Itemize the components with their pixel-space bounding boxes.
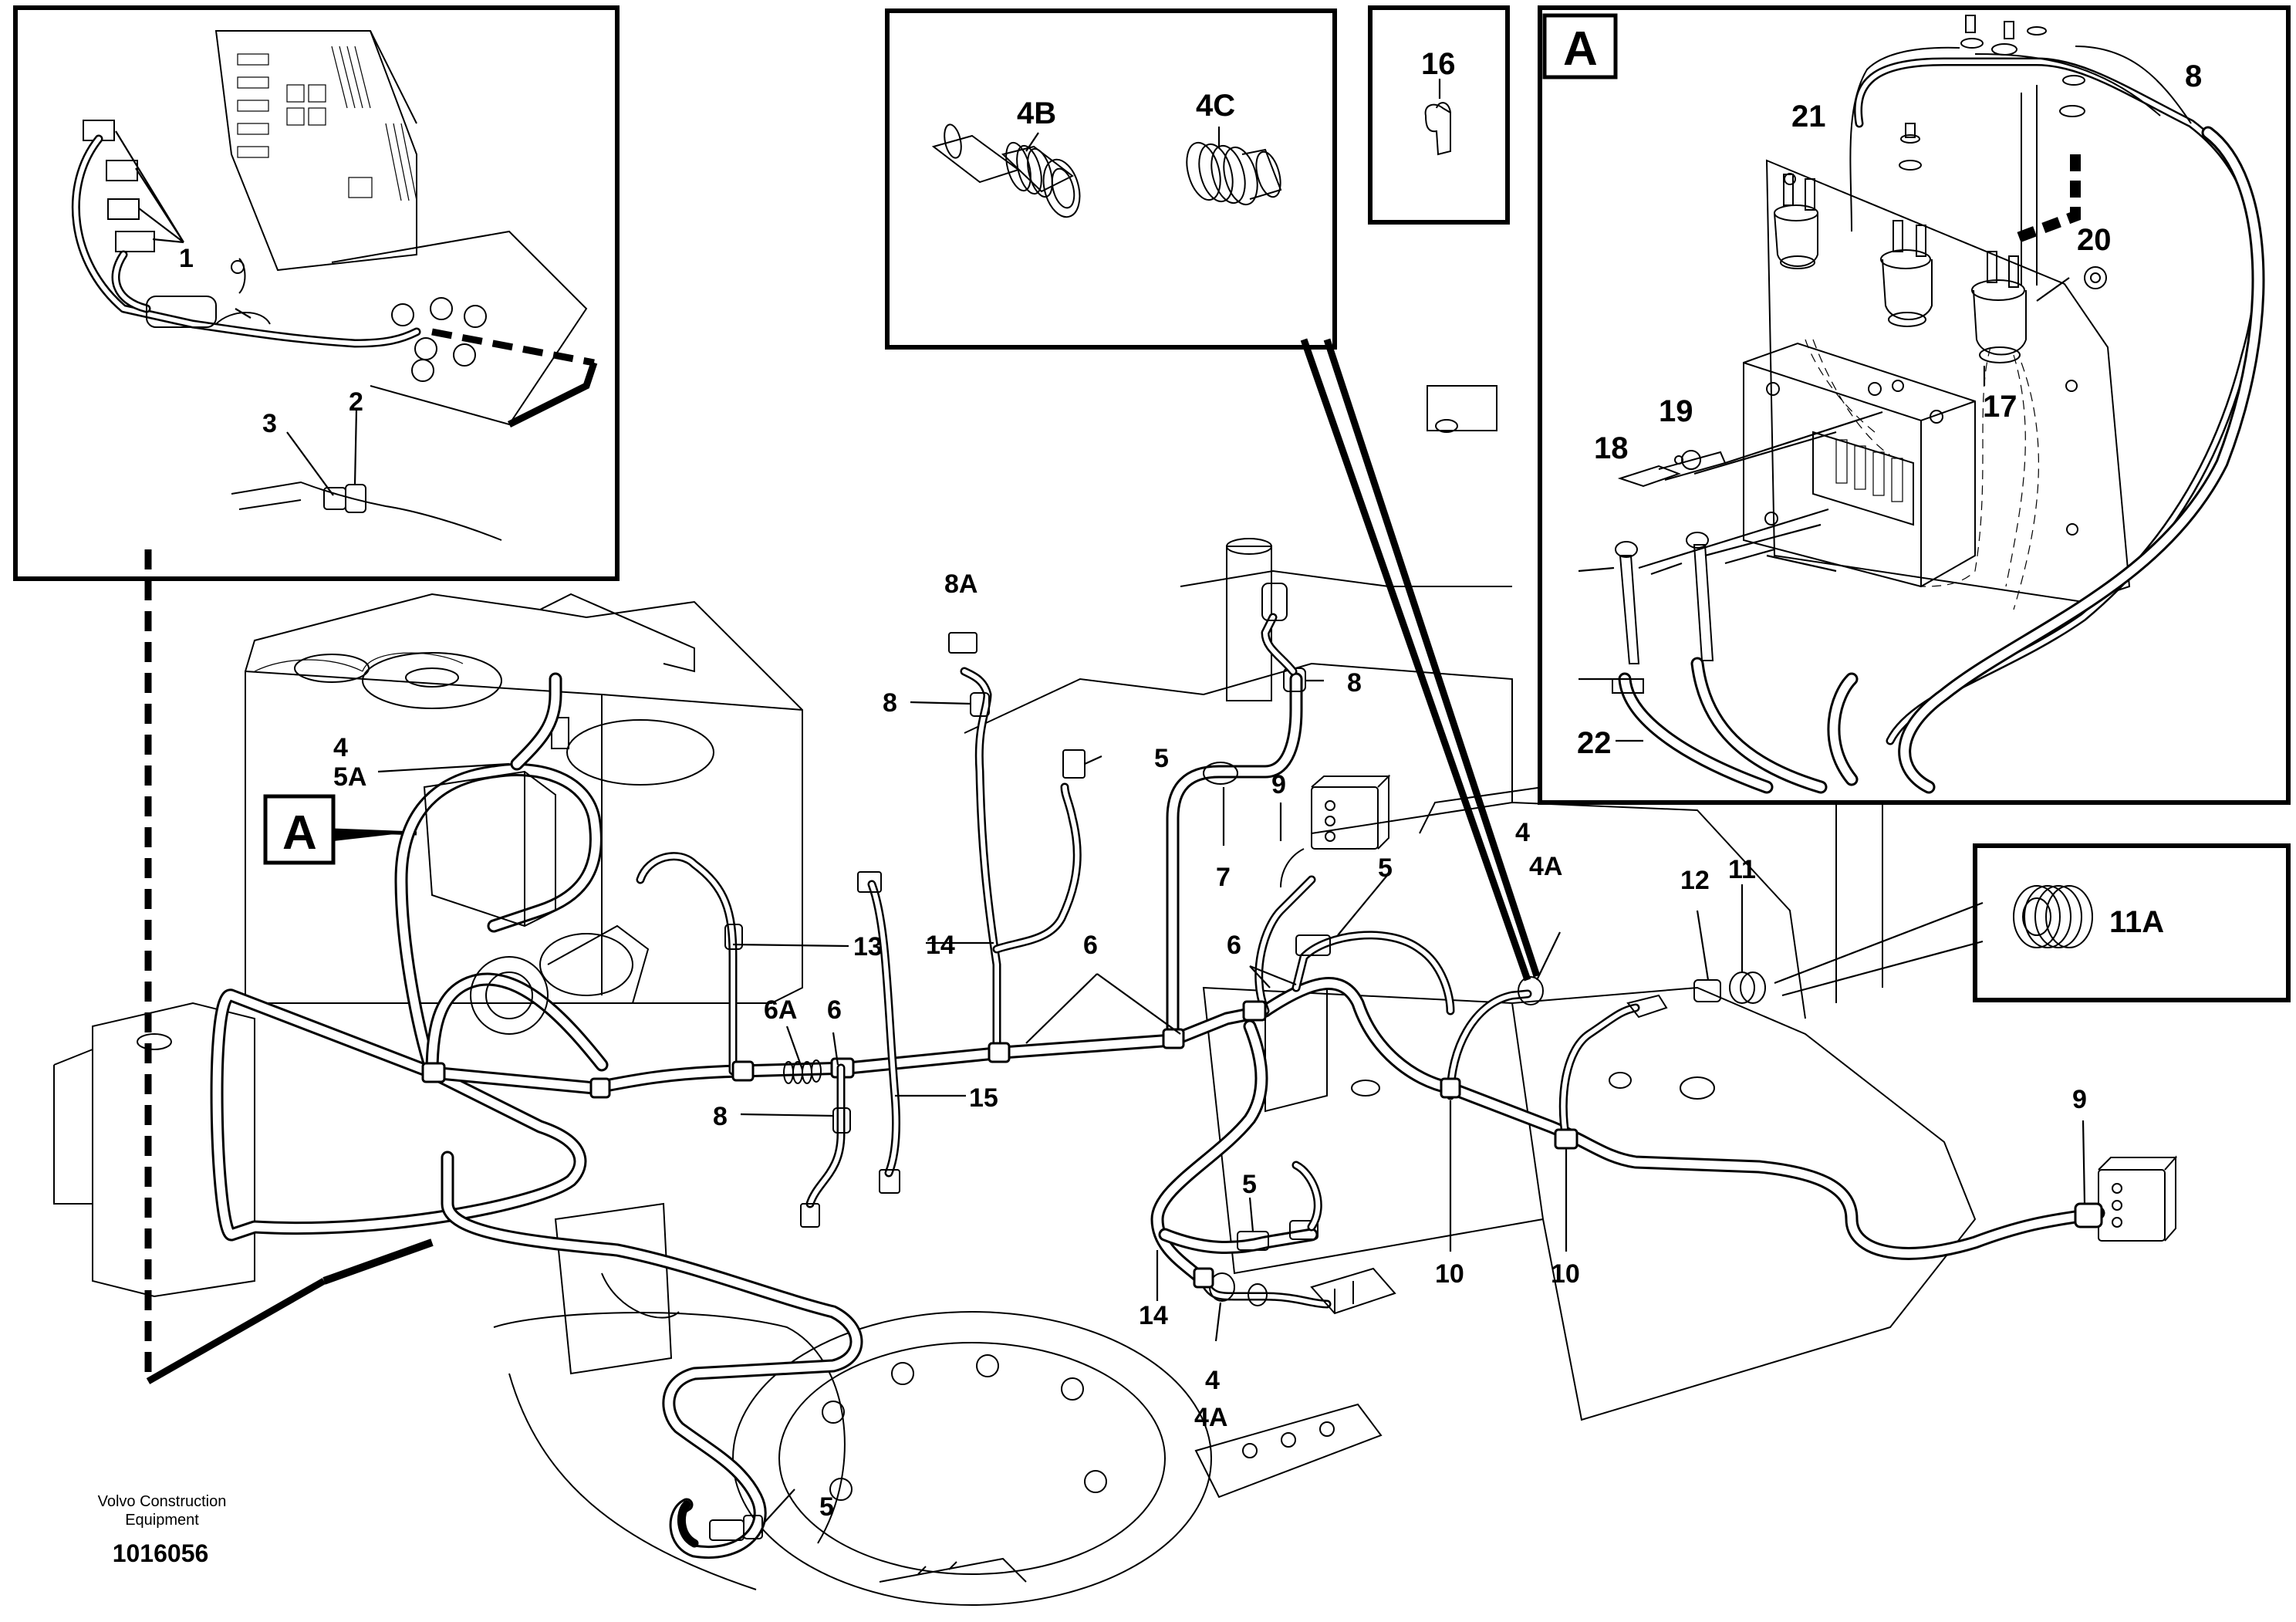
- callout-label: 8: [1347, 668, 1362, 698]
- callout-label: 6: [1083, 931, 1098, 960]
- detail-frame-fittings: [885, 8, 1337, 350]
- callout-label: 4: [333, 733, 348, 762]
- callout-label: 4C: [1196, 89, 1235, 123]
- callout-label: 21: [1791, 100, 1826, 133]
- callout-label: 4A: [1529, 852, 1562, 881]
- detail-frame-a-terminal-box: [1538, 5, 2291, 805]
- callout-label: 10: [1551, 1259, 1580, 1289]
- callout-label: 4: [1205, 1366, 1220, 1395]
- company-name-line2: Equipment: [125, 1512, 199, 1529]
- callout-label: 18: [1594, 431, 1629, 465]
- callout-label: 22: [1577, 726, 1612, 760]
- main-harness: [210, 583, 2178, 1559]
- detail-letter: A: [1563, 22, 1598, 76]
- callout-label: 3: [262, 409, 277, 438]
- callout-label: 8: [2185, 59, 2202, 93]
- drawing-number: 1016056: [113, 1539, 209, 1567]
- callout-label: 13: [853, 932, 883, 961]
- callout-label: 11A: [2109, 905, 2164, 939]
- callout-label: 7: [1216, 863, 1231, 892]
- callout-label: 12: [1680, 866, 1710, 895]
- callout-label: 4: [1515, 818, 1530, 847]
- detail-link-line: [1300, 338, 1531, 982]
- callout-label: 8A: [944, 569, 977, 599]
- callout-leaders: [377, 679, 2086, 1526]
- detail-letter: A: [282, 806, 317, 860]
- callout-label: 4A: [1194, 1403, 1227, 1432]
- callout-label: 6A: [764, 995, 797, 1025]
- callout-label: 5: [1154, 744, 1169, 773]
- callout-label: 5A: [333, 762, 366, 792]
- detail-frame-11a: [1973, 843, 2291, 1002]
- callout-label: 20: [2077, 223, 2112, 257]
- callout-label: 9: [1271, 770, 1286, 799]
- callout-label: 5: [1242, 1170, 1257, 1199]
- machine-background-outline: [53, 385, 1977, 1606]
- callout-label: 16: [1421, 47, 1456, 81]
- company-name-line1: Volvo Construction: [98, 1493, 227, 1510]
- callout-label: 10: [1435, 1259, 1464, 1289]
- callout-label: 15: [969, 1083, 998, 1113]
- callout-label: 8: [883, 688, 897, 718]
- callout-label: 2: [349, 387, 363, 417]
- callout-label: 6: [1227, 931, 1241, 960]
- callout-label: 5: [1378, 853, 1393, 883]
- detail-frame-elbow: [1368, 5, 1510, 225]
- callout-label: 5: [819, 1492, 834, 1522]
- callout-labels: 1 2 3 4 4 4 4A 4A 4B 4C 5 5 5 5 5A 6 6 6…: [179, 22, 2202, 1522]
- callout-label: 17: [1983, 390, 2017, 424]
- callout-label: 19: [1659, 394, 1693, 428]
- callout-label: 14: [926, 931, 955, 960]
- drawing-footer: Volvo Construction Equipment 1016056: [98, 1493, 227, 1567]
- callout-label: 1: [179, 244, 194, 273]
- callout-label: 14: [1139, 1301, 1168, 1330]
- callout-label: 9: [2072, 1085, 2087, 1114]
- detail-link-line: [1774, 901, 1984, 997]
- detail-frame-controller: [13, 5, 620, 581]
- callout-label: 8: [713, 1102, 728, 1131]
- callout-label: 6: [827, 995, 842, 1025]
- callout-label: 11: [1728, 855, 1756, 884]
- callout-label: 4B: [1017, 96, 1056, 130]
